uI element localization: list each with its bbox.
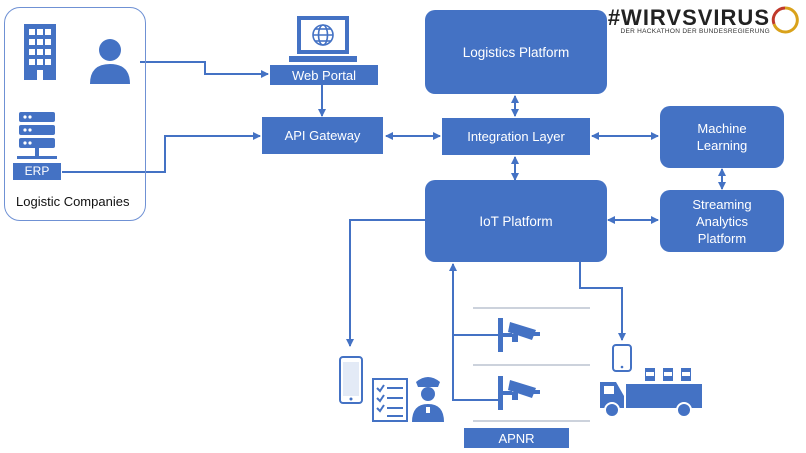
building-icon <box>24 24 56 80</box>
streaming-analytics-box: Streaming Analytics Platform <box>660 190 784 252</box>
logistic-companies-label: Logistic Companies <box>16 194 130 209</box>
apnr-box: APNR <box>464 428 569 448</box>
server-icon <box>17 112 57 159</box>
laptop-globe-icon <box>289 16 357 62</box>
edge-iot-truck <box>579 262 626 341</box>
smartphone-icon <box>339 356 363 404</box>
brand-name: #WIRVSVIRUS <box>607 5 770 30</box>
machine-learning-box: Machine Learning <box>660 106 784 168</box>
edge-user-webportal <box>140 61 269 78</box>
logistic-companies-group <box>4 7 146 221</box>
logistics-platform-box: Logistics Platform <box>425 10 607 94</box>
brand-swirl-icon <box>771 6 799 34</box>
brand-logo: #WIRVSVIRUS DER HACKATHON DER BUNDESREGI… <box>608 5 770 35</box>
checklist-icon <box>372 378 408 422</box>
brand-tagline: DER HACKATHON DER BUNDESREGIERUNG <box>620 28 770 35</box>
surveillance-camera-icon <box>498 376 540 410</box>
smartphone-icon <box>612 344 632 372</box>
surveillance-camera-icon <box>498 318 540 352</box>
web-portal-box: Web Portal <box>270 65 378 85</box>
api-gateway-box: API Gateway <box>262 117 383 154</box>
user-icon <box>90 39 130 84</box>
iot-platform-box: IoT Platform <box>425 180 607 262</box>
edge-erp-api <box>62 132 261 173</box>
edge-cameras-iot <box>449 263 500 401</box>
police-officer-icon <box>412 377 444 422</box>
edge-iot-phone <box>346 219 425 347</box>
erp-box: ERP <box>13 163 61 180</box>
truck-icon <box>600 366 702 418</box>
integration-layer-box: Integration Layer <box>442 118 590 155</box>
